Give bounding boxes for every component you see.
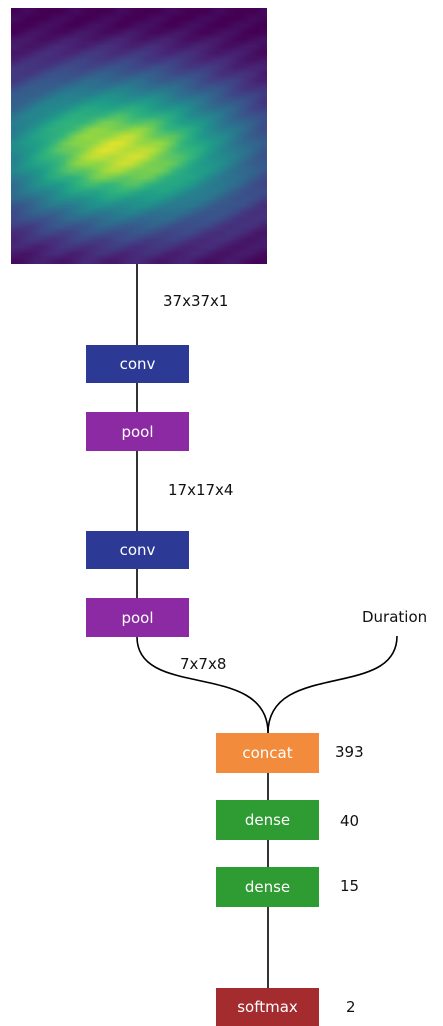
dense1-size-label: 40 [340,812,360,830]
dense-layer-1: dense [216,800,319,840]
softmax-size-label: 2 [346,998,356,1016]
shape-label-pool1: 17x17x4 [168,481,234,499]
line-duration-concat [267,635,398,734]
conv-layer-2: conv [86,531,189,569]
conv-layer-1: conv [86,345,189,383]
softmax-layer: softmax [216,988,319,1026]
duration-input-label: Duration [362,608,428,626]
concat-size-label: 393 [335,743,364,761]
dense2-size-label: 15 [340,877,360,895]
input-heatmap [11,8,267,264]
pool-layer-1: pool [86,412,189,451]
line-pool2-concat [136,636,269,734]
pool-layer-2: pool [86,598,189,637]
concat-layer: concat [216,733,319,773]
shape-label-input: 37x37x1 [163,292,229,310]
dense-layer-2: dense [216,867,319,907]
shape-label-pool2: 7x7x8 [180,655,227,673]
